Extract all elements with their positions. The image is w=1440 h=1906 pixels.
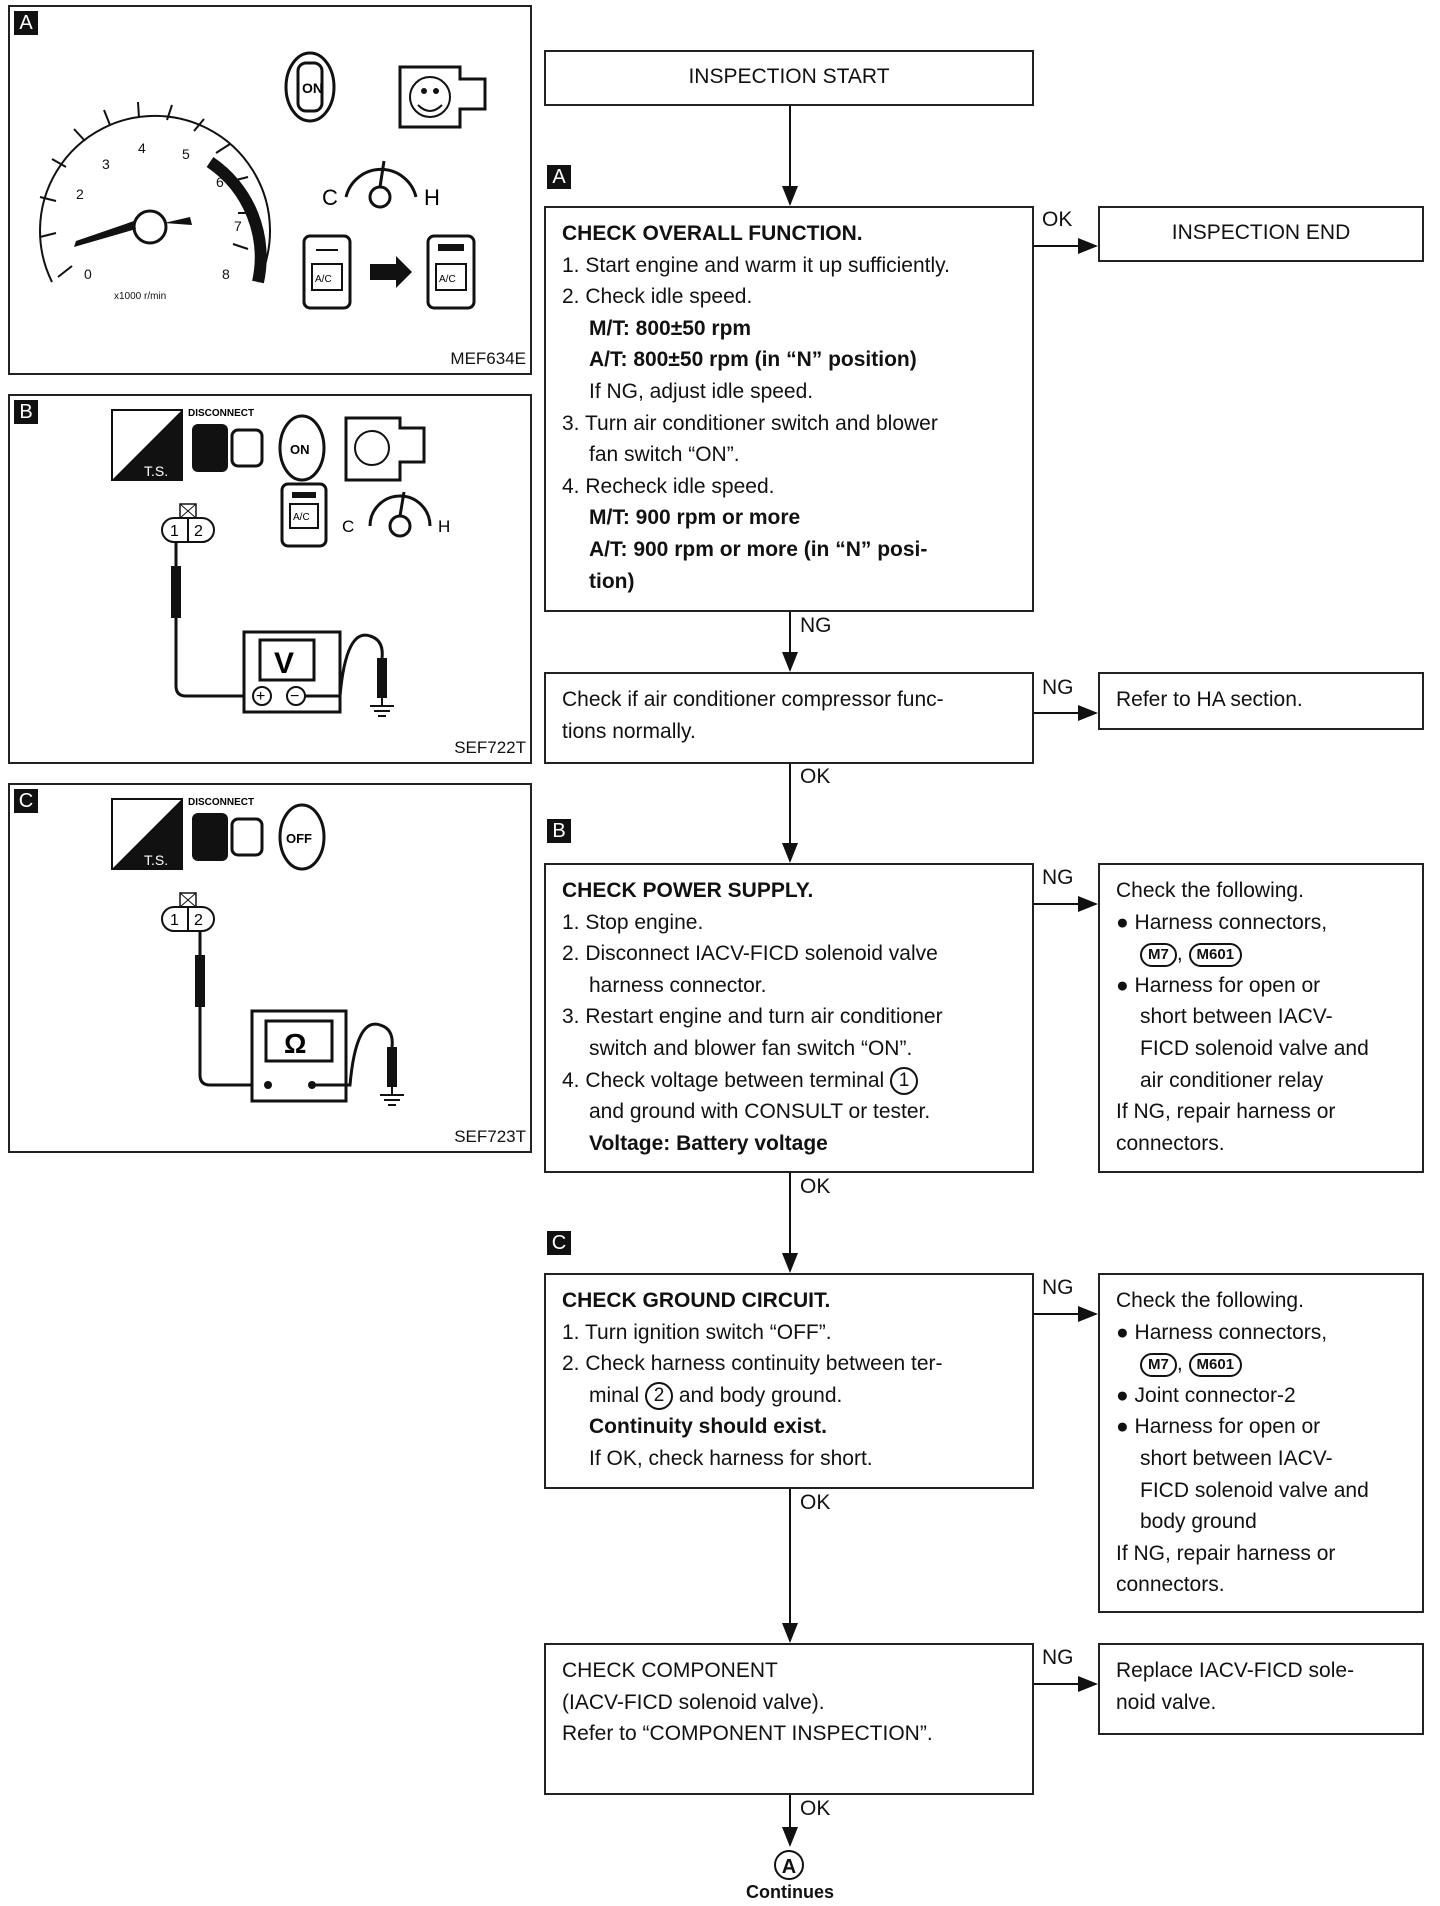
check-power-supply-box: CHECK POWER SUPPLY. 1. Stop engine. 2. D… [544, 863, 1034, 1173]
check-overall-function-box: CHECK OVERALL FUNCTION. 1. Start engine … [544, 206, 1034, 612]
svg-text:A/C: A/C [293, 512, 310, 523]
terminal-1-marker: 1 [890, 1067, 919, 1096]
tach-tick-0: 0 [84, 266, 92, 282]
panel-b-code: SEF722T [454, 738, 526, 757]
svg-text:A/C: A/C [439, 274, 456, 285]
svg-text:C: C [342, 517, 354, 536]
temperature-gauge-icon: C H [322, 160, 440, 210]
svg-text:+: + [256, 688, 265, 705]
svg-text:A/C: A/C [315, 274, 332, 285]
illustration-panel-b: B T.S. DISCONNECT ON A/C C H 1 2 [8, 394, 532, 764]
tach-unit: x1000 r/min [114, 291, 166, 302]
ok-label-b: OK [800, 1175, 831, 1198]
svg-text:ON: ON [290, 442, 310, 457]
refer-ha-box: Refer to HA section. [1098, 672, 1424, 730]
step-a-tag: A [547, 165, 571, 189]
ok-label-component: OK [800, 1797, 831, 1820]
ignition-key-icon: ON [284, 51, 336, 123]
panel-a-code: MEF634E [450, 349, 526, 368]
power-supply-result-box: Check the following. ● Harness connector… [1098, 863, 1424, 1173]
ng-label-b: NG [1042, 866, 1074, 889]
inspection-start-box: INSPECTION START [544, 50, 1034, 106]
tach-tick-2: 2 [76, 186, 84, 202]
terminal-2-marker: 2 [645, 1382, 674, 1411]
svg-text:C: C [322, 185, 338, 210]
continues-label: Continues [746, 1882, 834, 1902]
check-ground-circuit-box: CHECK GROUND CIRCUIT. 1. Turn ignition s… [544, 1273, 1034, 1489]
svg-text:ON: ON [302, 80, 323, 96]
panel-c-code: SEF723T [454, 1127, 526, 1146]
svg-text:1: 1 [170, 912, 179, 929]
tach-tick-8: 8 [222, 266, 230, 282]
svg-text:H: H [424, 185, 440, 210]
ground-circuit-result-box: Check the following. ● Harness connector… [1098, 1273, 1424, 1613]
ng-label-c: NG [1042, 1276, 1074, 1299]
svg-text:DISCONNECT: DISCONNECT [188, 797, 254, 808]
disconnect-label: DISCONNECT [188, 408, 254, 419]
ts-label: T.S. [144, 463, 168, 479]
tach-tick-5: 5 [182, 146, 190, 162]
step-b-tag: B [547, 819, 571, 843]
panel-c-tag: C [14, 789, 38, 813]
inspection-end-box: INSPECTION END [1098, 206, 1424, 262]
step-c-tag: C [547, 1231, 571, 1255]
connector-m601-badge: M601 [1188, 942, 1243, 967]
compressor-check-box: Check if air conditioner compressor func… [544, 672, 1034, 764]
continuity-check-diagram: T.S. DISCONNECT OFF 1 2 Ω [111, 797, 404, 1106]
connector-m7-badge: M7 [1140, 942, 1177, 967]
connector-m601-badge: M601 [1188, 1352, 1243, 1377]
tach-tick-7: 7 [234, 218, 242, 234]
svg-text:−: − [290, 688, 299, 705]
svg-text:OFF: OFF [286, 831, 312, 846]
continue-marker: A [774, 1850, 804, 1880]
connector-m7-badge: M7 [1140, 1352, 1177, 1377]
ok-label-compressor: OK [800, 765, 831, 788]
voltage-check-diagram: T.S. DISCONNECT ON A/C C H 1 2 [111, 408, 450, 717]
panel-b-tag: B [14, 400, 38, 424]
terminal-2-label: 2 [194, 523, 203, 540]
terminal-1-label: 1 [170, 523, 179, 540]
ng-label-component: NG [1042, 1646, 1074, 1669]
svg-text:2: 2 [194, 912, 203, 929]
tach-tick-4: 4 [138, 140, 146, 156]
illustration-panel-a: A 0 2 3 4 5 6 7 8 x1000 r/min [8, 5, 532, 375]
replace-valve-box: Replace IACV-FICD sole- noid valve. [1098, 1643, 1424, 1735]
engine-running-icon [398, 65, 487, 129]
tachometer-illustration: 0 2 3 4 5 6 7 8 x1000 r/min [39, 101, 271, 302]
ac-switch-on-icon: A/C A/C [302, 234, 476, 310]
illustration-panel-c: C T.S. DISCONNECT OFF 1 2 Ω SEF723T [8, 783, 532, 1153]
ok-label-a: OK [1042, 208, 1073, 231]
tach-tick-6: 6 [216, 174, 224, 190]
ohmmeter-label: Ω [284, 1028, 306, 1059]
panel-a-tag: A [14, 11, 38, 35]
check-component-box: CHECK COMPONENT (IACV-FICD solenoid valv… [544, 1643, 1034, 1795]
step-a-title: CHECK OVERALL FUNCTION. [562, 222, 863, 245]
ng-label-compressor: NG [1042, 676, 1074, 699]
svg-text:T.S.: T.S. [144, 852, 168, 868]
svg-text:H: H [438, 517, 450, 536]
ng-label-a: NG [800, 614, 832, 637]
tach-tick-3: 3 [102, 156, 110, 172]
ok-label-c: OK [800, 1491, 831, 1514]
voltmeter-label: V [274, 647, 294, 680]
